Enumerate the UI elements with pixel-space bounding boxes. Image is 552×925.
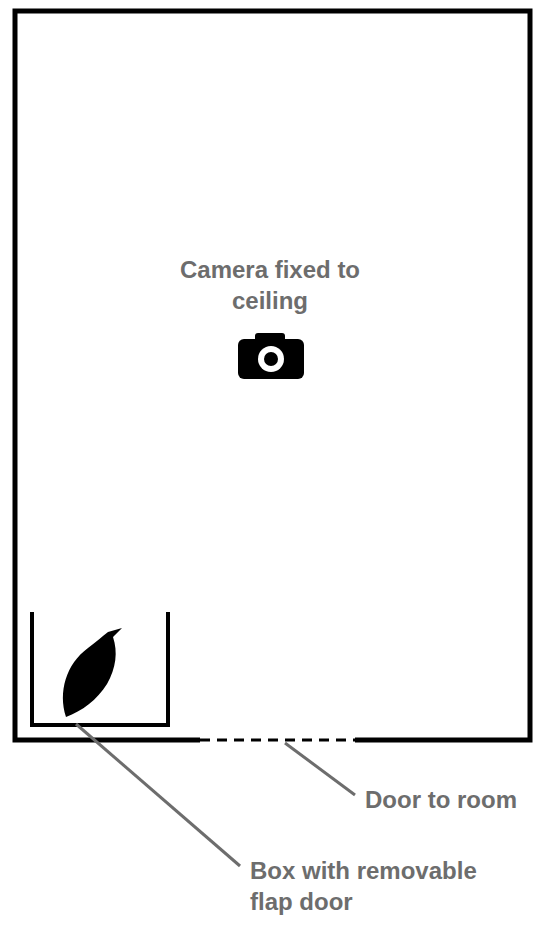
room-wall (15, 11, 530, 740)
camera-icon (238, 333, 304, 379)
leader-line (76, 724, 240, 866)
box-label: Box with removable flap door (250, 855, 512, 917)
bird-silhouette (63, 628, 122, 717)
door-label: Door to room (365, 784, 545, 815)
box-outline (32, 612, 168, 725)
room-door (200, 739, 355, 742)
camera-label: Camera fixed to ceiling (170, 254, 370, 316)
leader-line (285, 743, 355, 795)
